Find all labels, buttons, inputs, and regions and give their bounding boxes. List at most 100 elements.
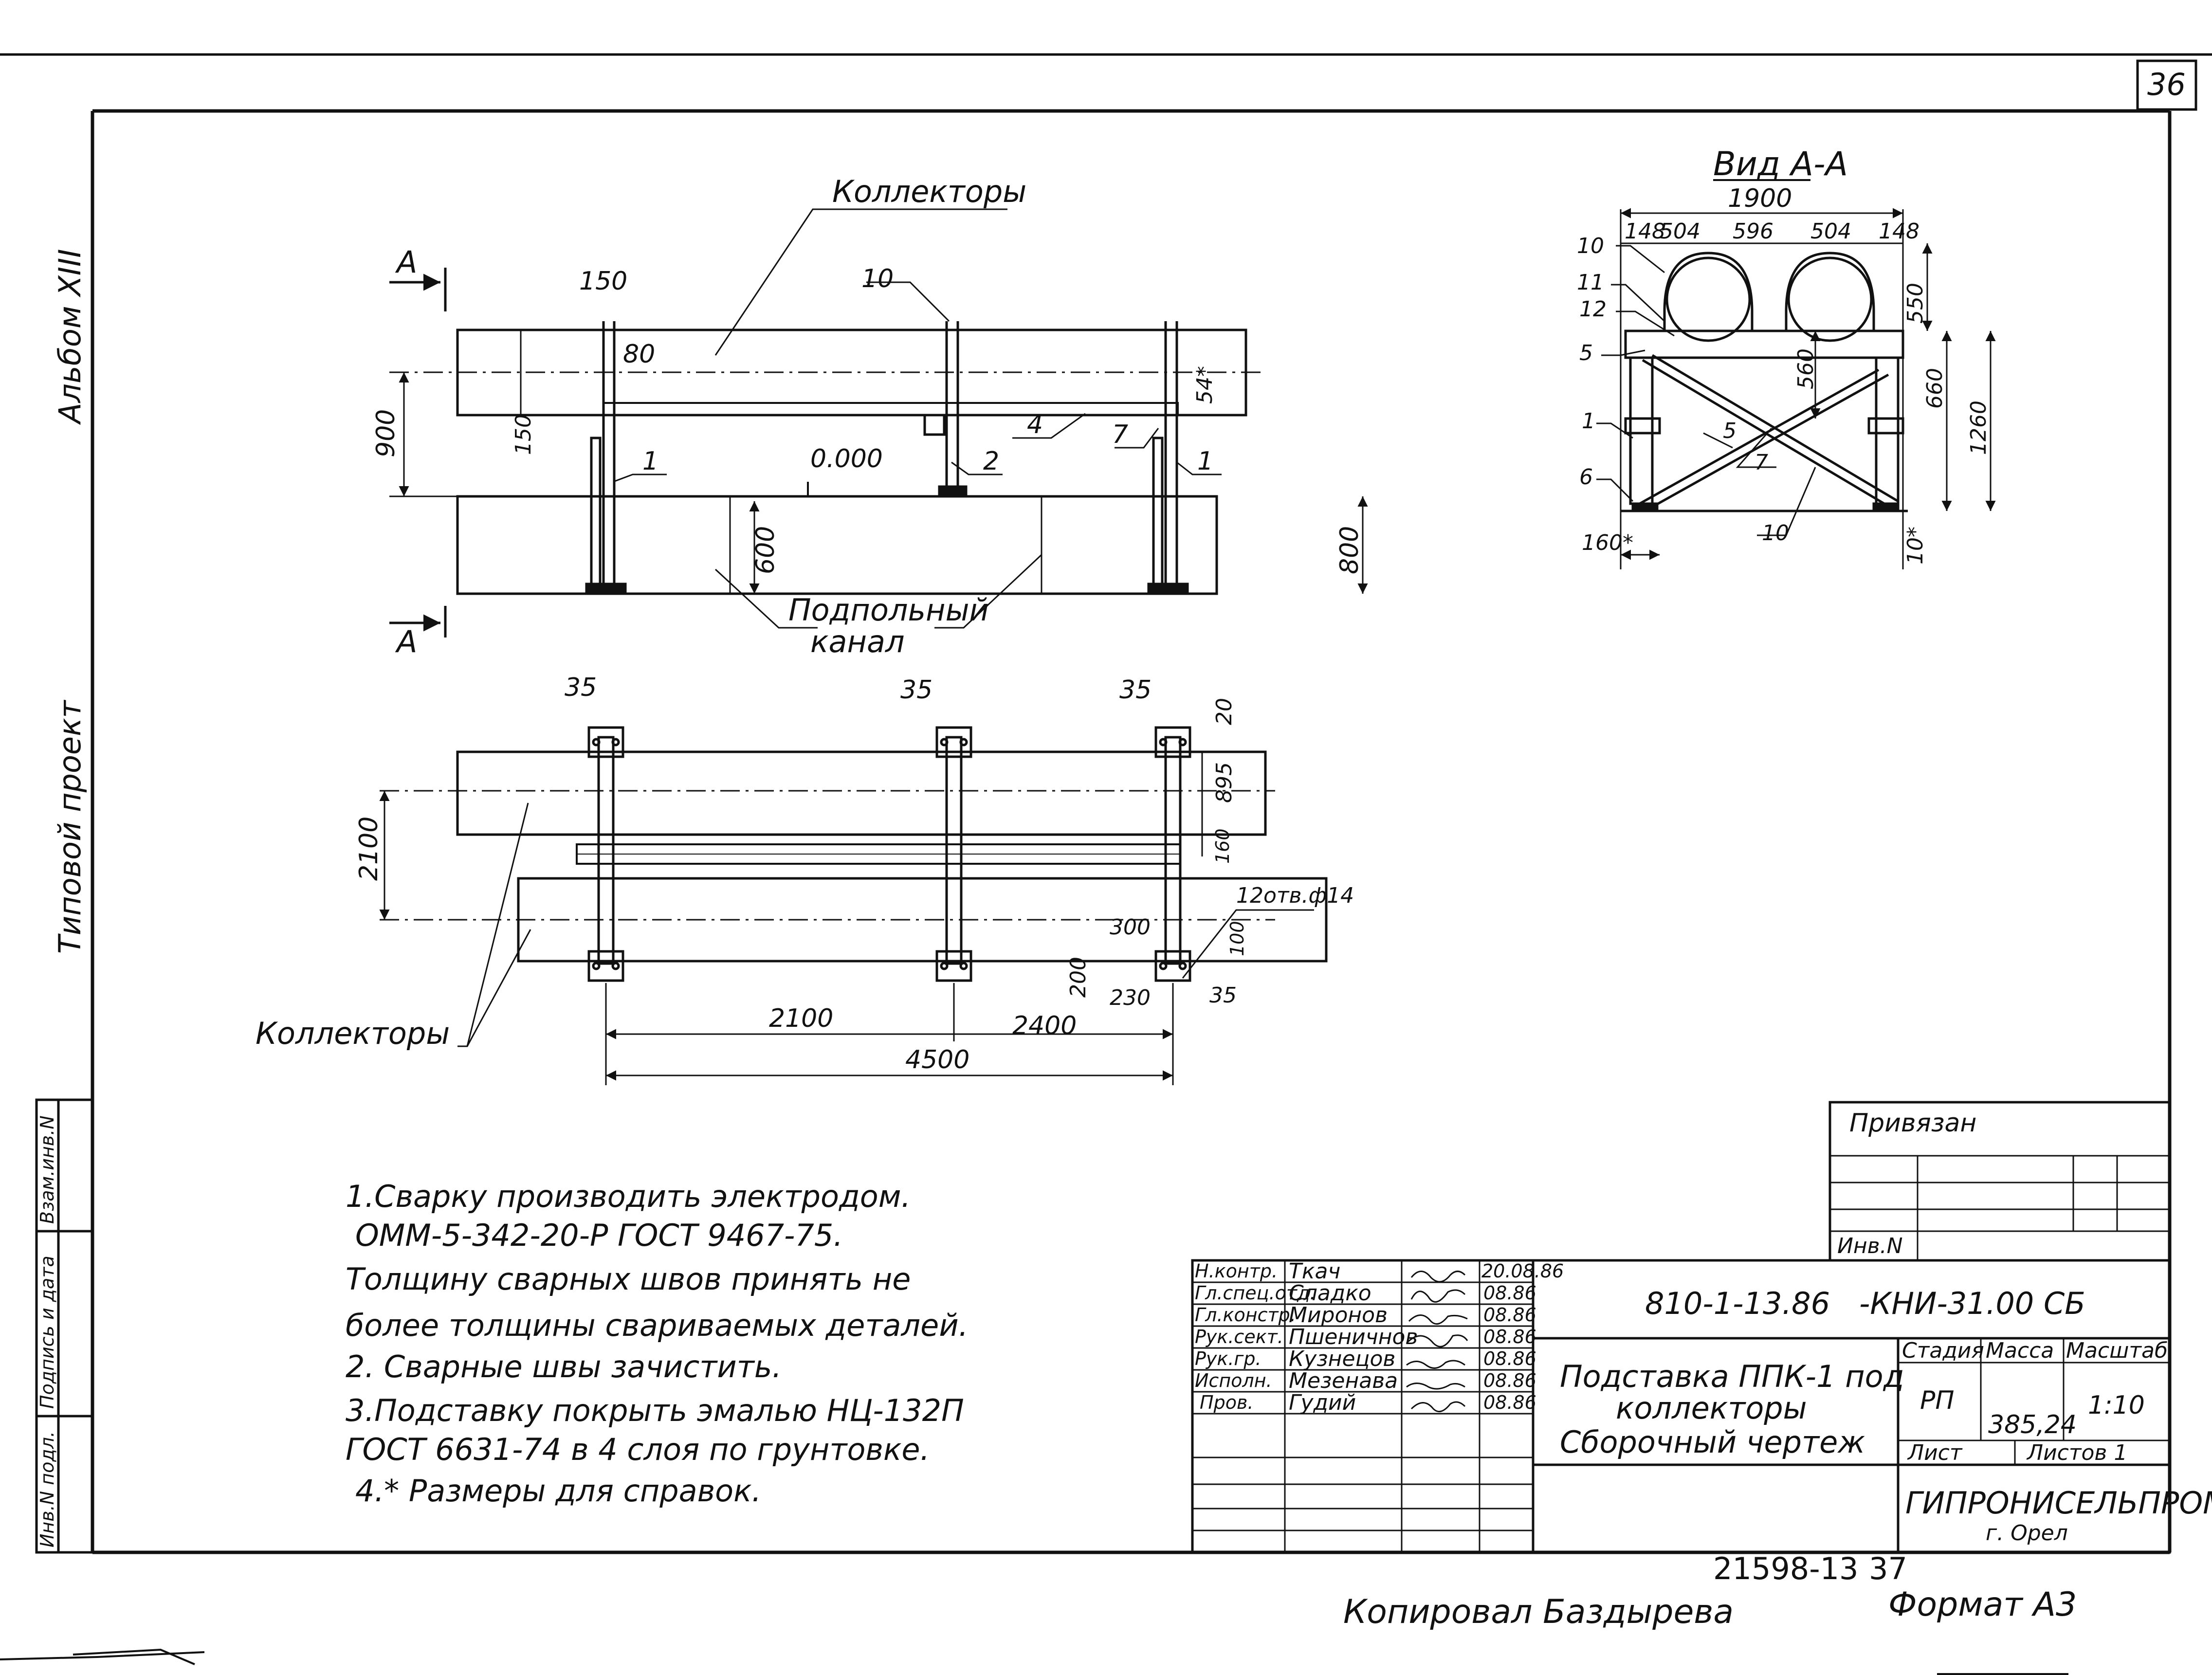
tb-stage: РП [1920, 1386, 1954, 1415]
plan-dim-4500: 4500 [905, 1045, 969, 1074]
tb-date-0: 20.08.86 [1481, 1260, 1564, 1282]
tb-date-4: 08.86 [1483, 1348, 1536, 1369]
view-aa-title: Вид А-А [1713, 145, 1848, 183]
plan-dim-35-d: 35 [1209, 983, 1237, 1008]
tb-name-6: Гудий [1289, 1390, 1356, 1415]
dim-150-top: 150 [579, 267, 627, 296]
tb-date-1: 08.86 [1483, 1282, 1536, 1304]
view-pos-7: 7 [1755, 450, 1768, 475]
plan-dim-35-c: 35 [1119, 675, 1152, 705]
footer-page: 37 [1869, 1551, 1907, 1586]
tb-name-line-2: коллекторы [1616, 1390, 1807, 1426]
label-collectors-plan: Коллекторы [256, 1016, 450, 1051]
note-line-6: 3.Подставку покрыть эмалью НЦ-132П [346, 1393, 964, 1428]
dim-600: 600 [751, 526, 780, 574]
plan-dim-230: 230 [1110, 985, 1151, 1010]
plan-dim-2400: 2400 [1012, 1011, 1077, 1040]
footer-number: 21598-13 [1713, 1551, 1859, 1586]
label-underfloor-1: Подпольный [788, 592, 989, 628]
view-dim-504-right: 504 [1810, 219, 1851, 244]
note-line-2: ОММ-5-342-20-Р ГОСТ 9467-75. [355, 1218, 843, 1253]
plan-view [379, 726, 1328, 1085]
plan-dim-895: 895 [1212, 762, 1237, 803]
view-dim-596: 596 [1733, 219, 1773, 244]
view-dim-550: 550 [1903, 283, 1928, 324]
tb-mass-header: Масса [1986, 1338, 2054, 1363]
tb-sheets-label: Листов 1 [2026, 1440, 2127, 1465]
view-dim-148-left: 148 [1625, 219, 1665, 244]
view-pos-10-bottom: 10 [1762, 521, 1789, 546]
tb-code-left: 810-1-13.86 [1645, 1286, 1830, 1321]
section-letter-top: А [395, 244, 417, 280]
note-line-4: более толщины свариваемых деталей. [346, 1308, 968, 1343]
view-pos-10-top: 10 [1577, 234, 1604, 258]
tb-role-6: Пров. [1200, 1392, 1253, 1413]
dim-54: 54* [1192, 366, 1217, 404]
tb-role-5: Исполн. [1195, 1370, 1272, 1391]
signatures [1406, 1271, 1468, 1413]
footer-copied: Копировал Баздырева [1343, 1593, 1734, 1631]
tb-org: ГИПРОНИСЕЛЬПРОМ [1905, 1485, 2212, 1521]
note-line-5: 2. Сварные швы зачистить. [346, 1349, 782, 1384]
note-line-3: Толщину сварных швов принять не [346, 1261, 911, 1297]
plan-dim-20: 20 [1212, 698, 1237, 725]
plan-dim-35-a: 35 [565, 673, 597, 702]
dim-150-side: 150 [511, 414, 536, 455]
view-aa [1596, 179, 1996, 569]
tb-date-3: 08.86 [1483, 1326, 1536, 1347]
label-collectors-top: Коллекторы [832, 174, 1026, 209]
view-dim-660: 660 [1922, 368, 1947, 409]
tb-name-5: Мезенава [1289, 1368, 1398, 1393]
privyazan-title: Привязан [1849, 1109, 1976, 1138]
pos-1-right: 1 [1197, 447, 1213, 476]
tb-code-right: -КНИ-31.00 СБ [1859, 1286, 2085, 1321]
plan-dim-300: 300 [1110, 915, 1151, 940]
tb-name-4: Кузнецов [1289, 1347, 1395, 1371]
view-pos-11: 11 [1577, 270, 1604, 295]
note-line-8: 4.* Размеры для справок. [355, 1473, 761, 1509]
tb-role-1: Гл.спец.отд. [1195, 1282, 1316, 1304]
view-dim-160: 160* [1582, 530, 1633, 555]
tb-scale-header: Масштаб [2066, 1338, 2168, 1363]
view-dim-1900: 1900 [1728, 184, 1792, 213]
tb-name-1: Сладко [1289, 1281, 1371, 1306]
privyazan-box [1828, 1101, 2171, 1262]
view-pos-6: 6 [1579, 465, 1593, 490]
pos-1-left: 1 [642, 447, 658, 476]
tb-name-2: Миронов [1289, 1303, 1388, 1328]
tb-scale: 1:10 [2088, 1391, 2145, 1420]
bottom-scribble [0, 1648, 2068, 1675]
tb-role-4: Рук.гр. [1195, 1348, 1261, 1369]
label-underfloor-2: канал [810, 624, 905, 659]
section-letter-bottom: А [395, 624, 417, 659]
view-pos-12: 12 [1579, 297, 1607, 322]
plan-dim-100: 100 [1226, 921, 1248, 956]
support-left [585, 321, 627, 595]
pos-10-elev: 10 [861, 264, 894, 293]
tb-name-3: Пшеничнов [1289, 1325, 1418, 1349]
view-dim-148-right: 148 [1879, 219, 1920, 244]
footer-format: Формат А3 [1888, 1585, 2077, 1624]
base-plates [587, 726, 1191, 982]
view-dim-560: 560 [1793, 348, 1818, 389]
tb-mass: 385,24 [1988, 1410, 2077, 1439]
plan-dim-160: 160 [1212, 828, 1233, 864]
tb-role-2: Гл.констр. [1195, 1304, 1296, 1326]
zero-level: 0.000 [810, 444, 883, 473]
tb-city: г. Орел [1986, 1521, 2068, 1546]
support-right [1147, 321, 1189, 595]
elevation-view [389, 208, 1368, 637]
tb-date-2: 08.86 [1483, 1304, 1536, 1326]
dim-800: 800 [1335, 526, 1364, 574]
view-dim-10: 10* [1903, 527, 1928, 564]
view-dim-1260: 1260 [1966, 401, 1991, 455]
plan-holes: 12отв.ф14 [1236, 883, 1354, 908]
support-middle [923, 321, 968, 498]
tb-date-6: 08.86 [1483, 1392, 1536, 1413]
note-line-7: ГОСТ 6631-74 в 4 слоя по грунтовке. [346, 1432, 930, 1467]
dim-80: 80 [623, 340, 655, 369]
title-block [1191, 1259, 2171, 1554]
plan-dim-2100-vert: 2100 [354, 817, 384, 881]
view-dim-504-left: 504 [1660, 219, 1700, 244]
